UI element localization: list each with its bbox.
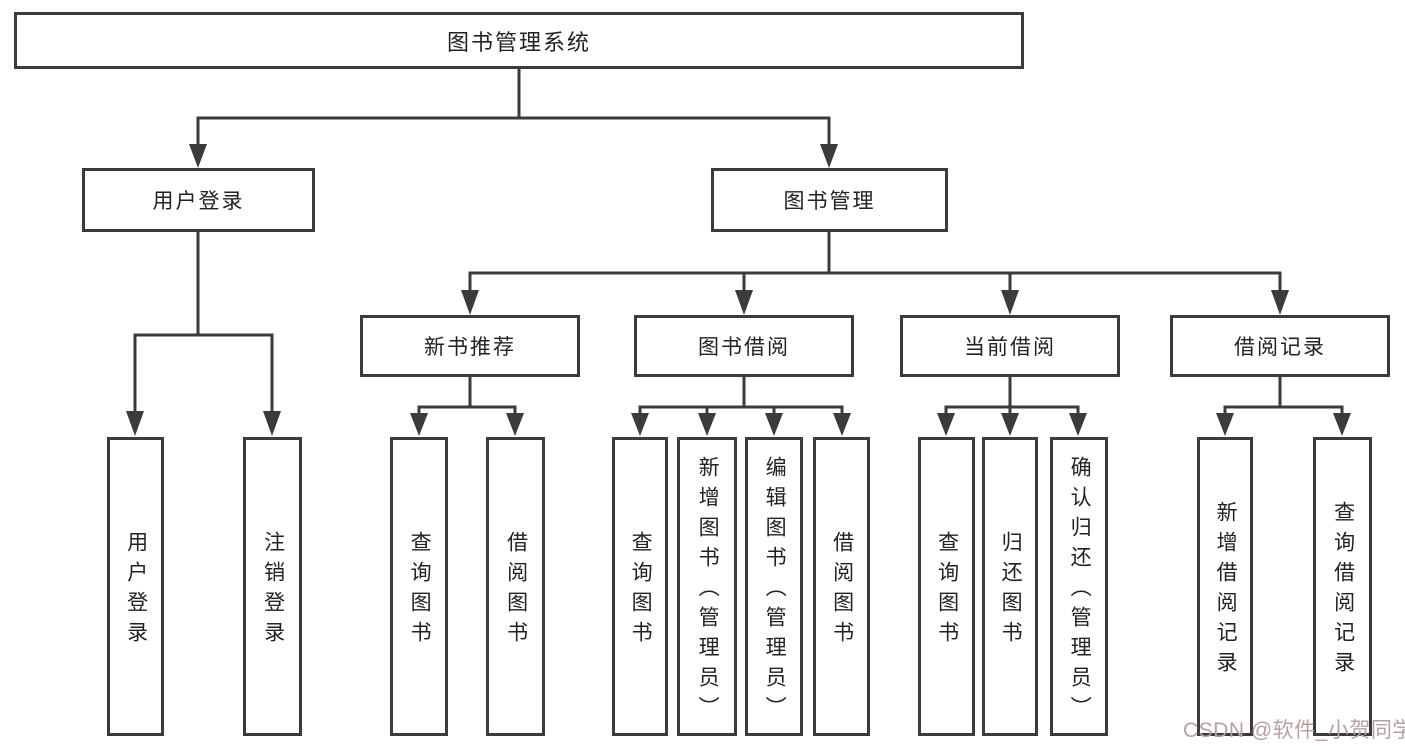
node-root-label: 图书管理系统 — [446, 29, 591, 55]
leaf-borrow-books-recommend-label: 借阅图书 — [504, 531, 528, 651]
node-current-borrowing-label: 当前借阅 — [964, 336, 1056, 359]
leaf-query-books-current-label: 查询图书 — [935, 531, 959, 651]
node-user-login-label: 用户登录 — [152, 190, 245, 213]
leaf-borrow-books-borrowing-label: 借阅图书 — [830, 531, 854, 651]
leaf-return-book: 归还图书 — [982, 437, 1038, 736]
leaf-query-books-current: 查询图书 — [918, 437, 975, 736]
leaf-borrow-books-recommend: 借阅图书 — [486, 437, 545, 736]
node-book-management-label: 图书管理 — [783, 190, 876, 213]
node-book-borrowing-label: 图书借阅 — [698, 336, 790, 359]
leaf-user-login: 用户登录 — [107, 437, 164, 736]
node-current-borrowing: 当前借阅 — [900, 315, 1120, 377]
node-user-login: 用户登录 — [82, 168, 315, 232]
node-book-borrowing: 图书借阅 — [634, 315, 854, 377]
leaf-query-borrow-record-label: 查询借阅记录 — [1331, 501, 1355, 681]
leaf-confirm-return-admin: 确认归还（管理员） — [1050, 437, 1108, 736]
leaf-query-books-recommend-label: 查询图书 — [408, 531, 432, 651]
leaf-query-borrow-record: 查询借阅记录 — [1313, 437, 1372, 736]
leaf-edit-book-admin: 编辑图书（管理员） — [745, 437, 803, 736]
leaf-query-books-recommend: 查询图书 — [390, 437, 448, 736]
leaf-logout-label: 注销登录 — [261, 531, 285, 651]
leaf-query-books-borrowing-label: 查询图书 — [629, 531, 653, 651]
leaf-query-books-borrowing: 查询图书 — [612, 437, 668, 736]
leaf-add-book-admin-label: 新增图书（管理员） — [696, 456, 720, 726]
node-borrowing-records: 借阅记录 — [1170, 315, 1390, 377]
node-borrowing-records-label: 借阅记录 — [1234, 336, 1326, 359]
node-book-management: 图书管理 — [711, 168, 948, 232]
leaf-logout: 注销登录 — [243, 437, 302, 736]
leaf-user-login-label: 用户登录 — [124, 531, 148, 651]
node-new-book-recommend-label: 新书推荐 — [424, 336, 516, 359]
leaf-return-book-label: 归还图书 — [999, 531, 1023, 651]
node-root: 图书管理系统 — [14, 12, 1024, 69]
leaf-confirm-return-admin-label: 确认归还（管理员） — [1068, 456, 1092, 726]
leaf-add-borrow-record-label: 新增借阅记录 — [1214, 501, 1238, 681]
leaf-add-book-admin: 新增图书（管理员） — [677, 437, 737, 736]
leaf-edit-book-admin-label: 编辑图书（管理员） — [763, 456, 787, 726]
watermark: CSDN @软件_小贺同学 — [1183, 719, 1405, 742]
leaf-borrow-books-borrowing: 借阅图书 — [813, 437, 870, 736]
leaf-add-borrow-record: 新增借阅记录 — [1197, 437, 1253, 736]
node-new-book-recommend: 新书推荐 — [360, 315, 580, 377]
